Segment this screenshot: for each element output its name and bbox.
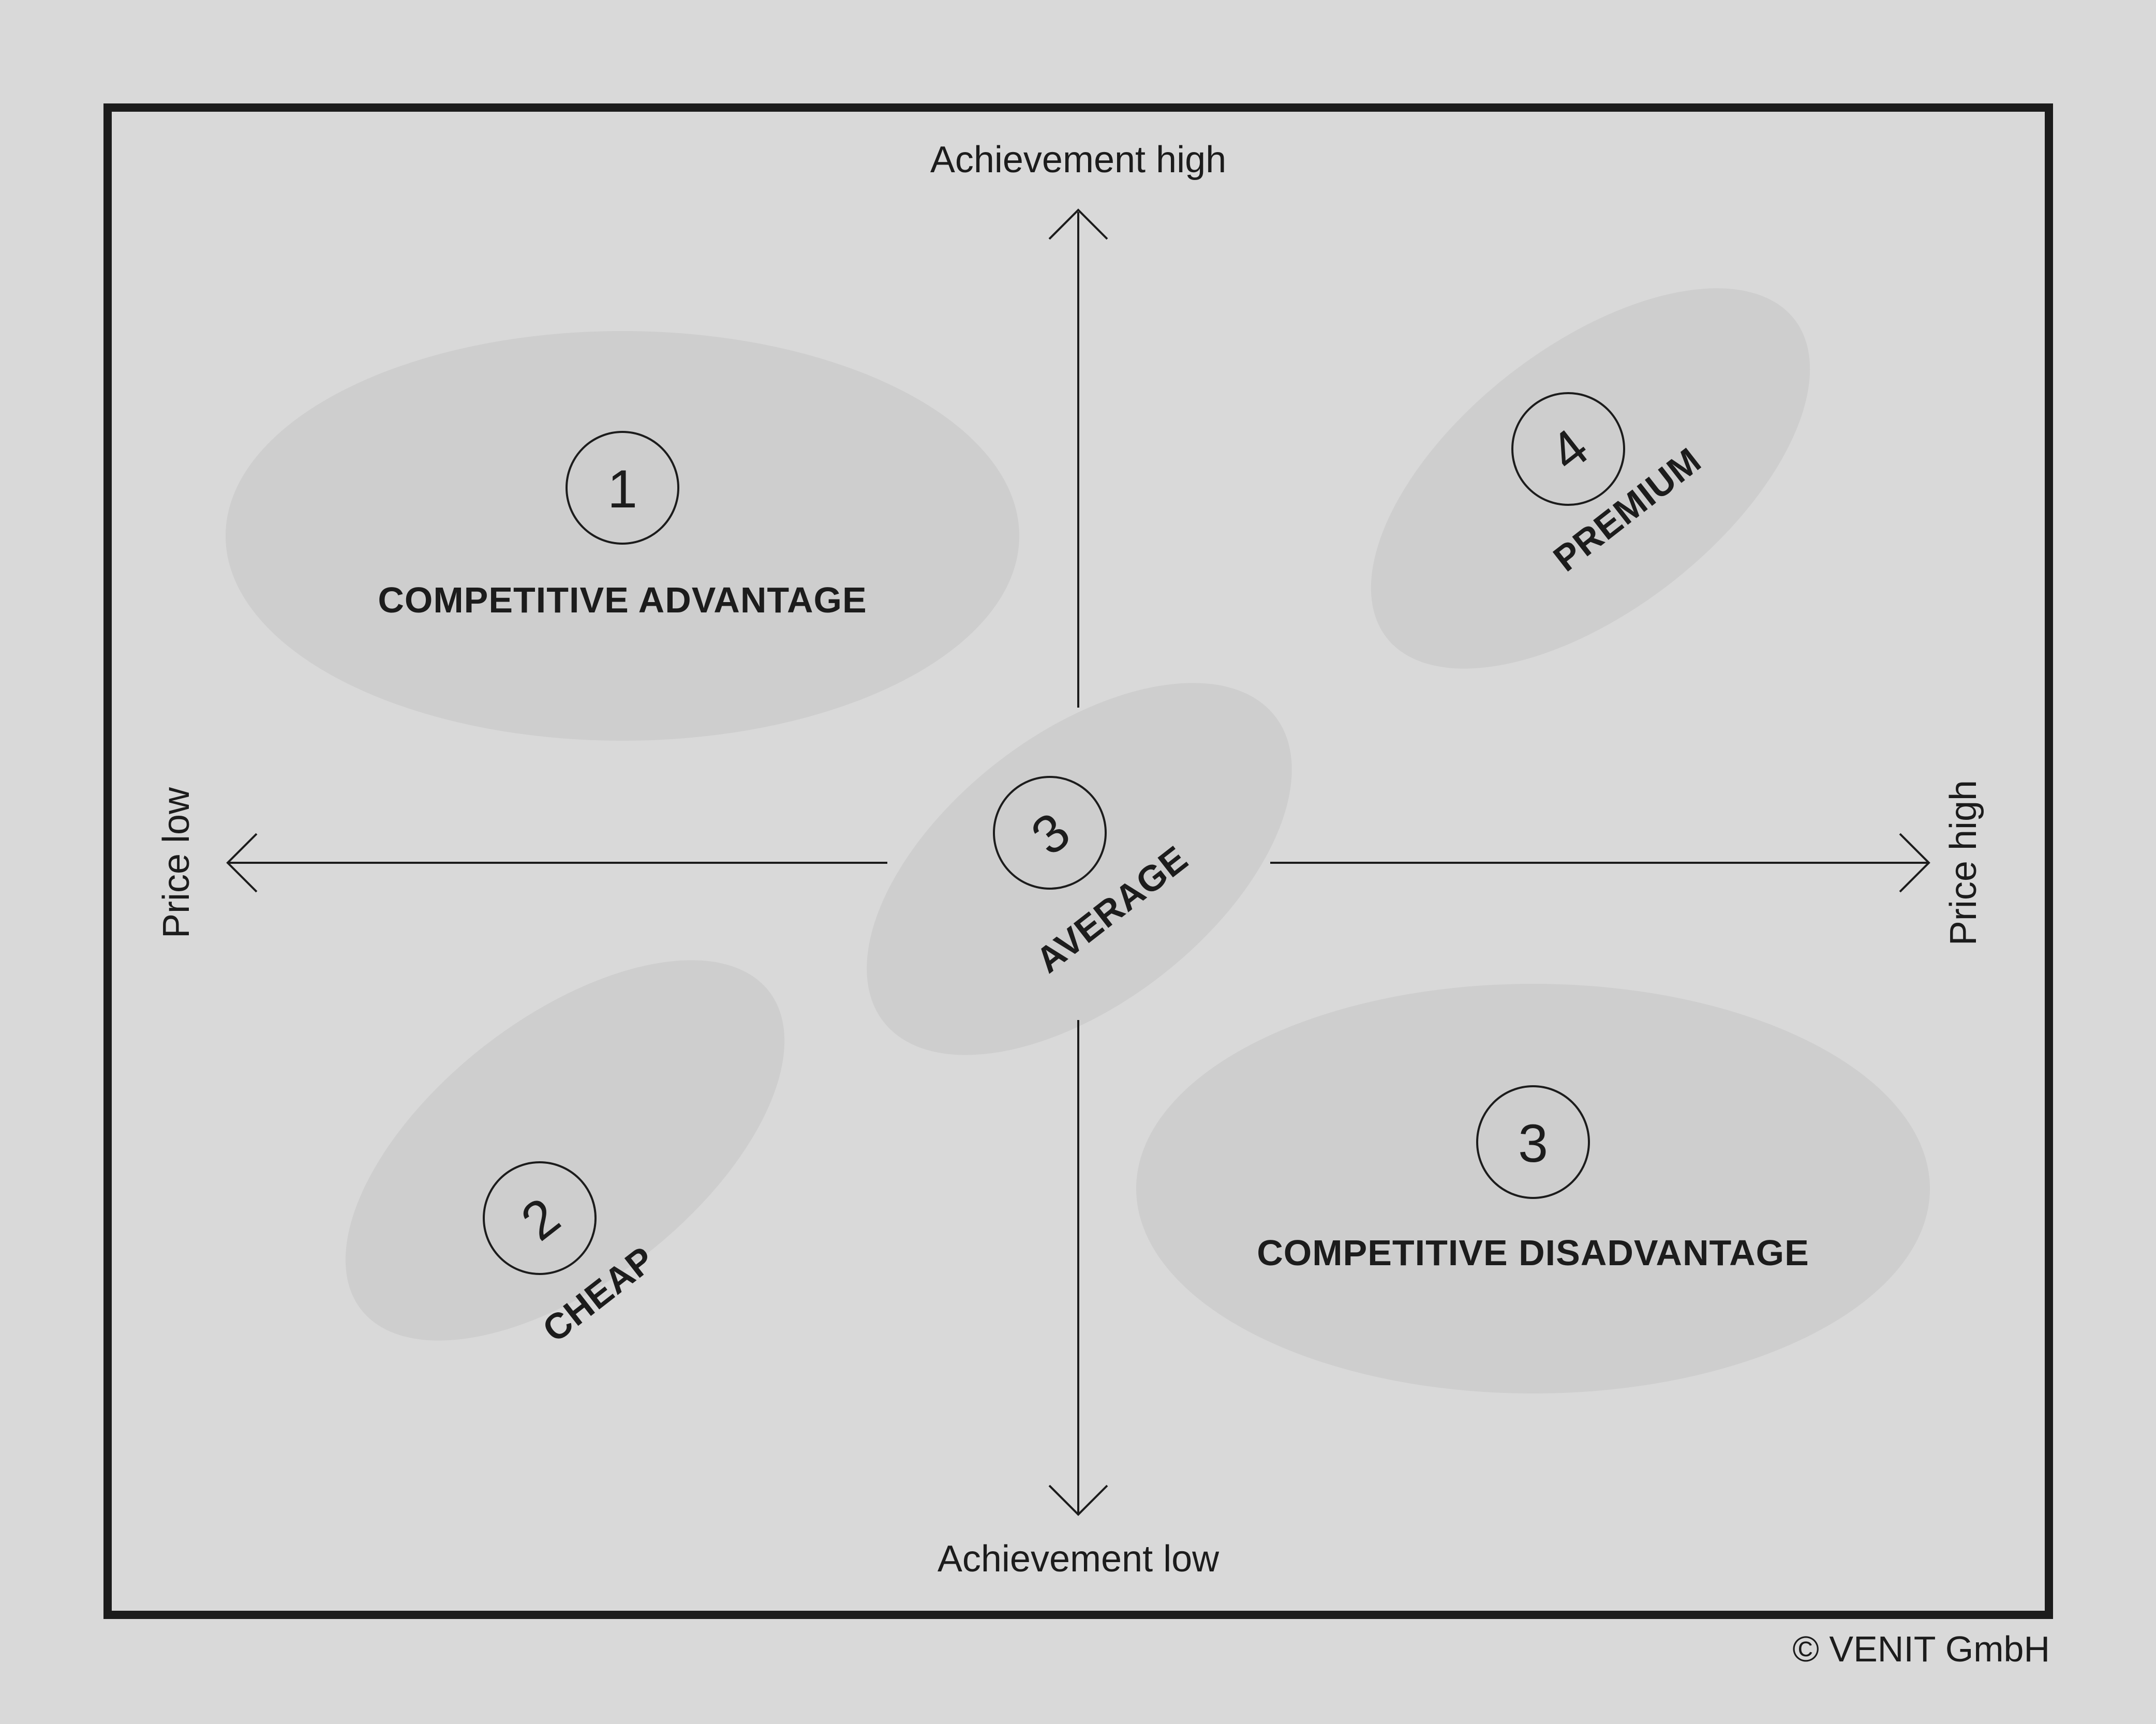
- circle-3-average: [993, 776, 1107, 890]
- arrowhead-left: [226, 833, 258, 893]
- arrowhead-up: [1048, 208, 1108, 240]
- region-number-3-disadvantage: 3: [1518, 1114, 1548, 1174]
- circle-1: [566, 431, 679, 545]
- diagram-frame: [103, 103, 2053, 1619]
- axis-label-bottom: Achievement low: [938, 1538, 1220, 1580]
- axis-label-left: Price low: [156, 787, 197, 938]
- region-ellipses: [226, 288, 1930, 1393]
- axes: [226, 208, 1930, 1516]
- copyright-notice: © VENIT GmbH: [1792, 1629, 2050, 1669]
- axis-label-top: Achievement high: [930, 139, 1226, 181]
- arrowhead-down: [1048, 1485, 1108, 1516]
- arrowhead-right: [1899, 833, 1930, 893]
- competitive-disadvantage-label: COMPETITIVE DISADVANTAGE: [1257, 1233, 1809, 1273]
- axis-label-right: Price high: [1943, 780, 1984, 946]
- circle-3-disadvantage: [1476, 1085, 1590, 1199]
- cheap-ellipse: [345, 960, 785, 1341]
- competitive-advantage-label: COMPETITIVE ADVANTAGE: [378, 580, 867, 620]
- competitive-advantage-ellipse: [226, 331, 1019, 741]
- average-ellipse: [867, 683, 1292, 1055]
- number-circles: [483, 392, 1625, 1275]
- premium-ellipse: [1371, 288, 1810, 669]
- circle-4: [1511, 392, 1625, 506]
- region-number-1: 1: [607, 459, 637, 519]
- competitive-disadvantage-ellipse: [1136, 984, 1930, 1393]
- circle-2: [483, 1161, 597, 1275]
